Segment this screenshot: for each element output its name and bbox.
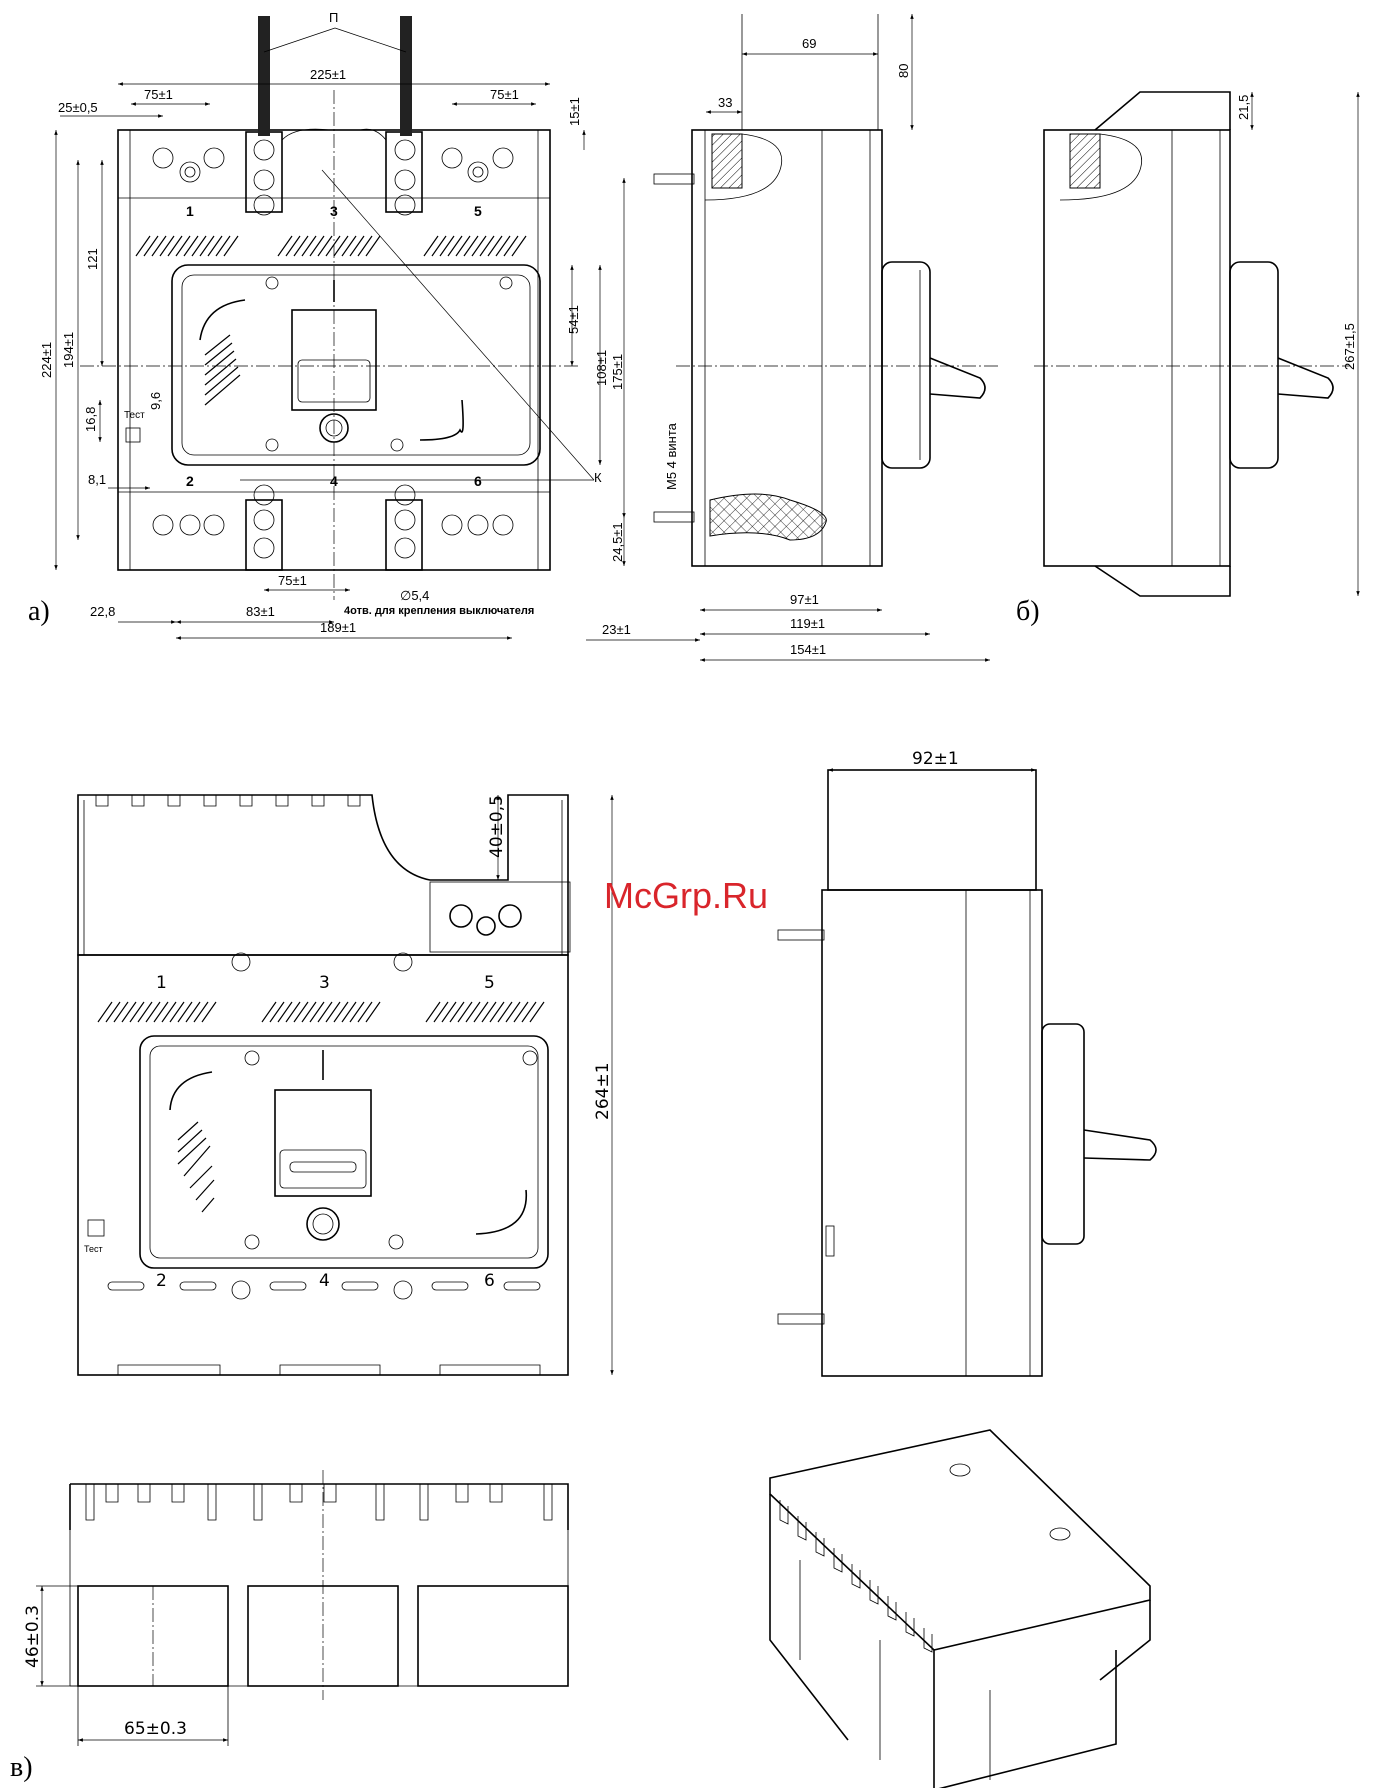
terminal-label-2: 2 [186,473,194,489]
v-terminal-2: 2 [156,1271,167,1291]
dim-92: 92±1 [912,749,959,769]
cover-isometric [770,1430,1150,1788]
terminal-label-3: 3 [330,203,338,219]
test-label-v: Тест [84,1244,103,1254]
dim-75-tr: 75±1 [490,87,519,102]
terminal-label-5: 5 [474,203,482,219]
hole-diameter: ∅5,4 [400,588,429,603]
side-view-v: 92±1 [778,749,1156,1376]
terminal-label-4: 4 [330,473,338,489]
breaker-front-v-body [78,955,568,1375]
dim-189: 189±1 [320,620,356,635]
dim-97: 97±1 [790,592,819,607]
dim-8-1: 8,1 [88,472,106,487]
dim-108: 108±1 [594,350,609,386]
breaker-side-v [822,890,1042,1376]
dim-154: 154±1 [790,642,826,657]
dim-119: 119±1 [790,616,825,631]
view-label-v: в) [10,1752,33,1783]
breaker-handle-v [275,1090,371,1196]
cover-detail: 46±0.3 65±0.3 в) [10,1470,568,1783]
side-view-b: 21,5 267±1,5 б) [1016,92,1358,627]
dim-121: 121 [85,248,100,270]
terminal-block-5-left [386,132,422,212]
dim-75-bottom: 75±1 [278,573,307,588]
cover-side [828,770,1036,890]
dim-69: 69 [802,36,816,51]
terminal-label-6: 6 [474,473,482,489]
test-label: Тест [124,410,145,421]
dim-75-tl: 75±1 [144,87,173,102]
dim-267: 267±1,5 [1342,323,1357,370]
label-k: К [594,470,602,485]
dim-224: 224±1 [39,342,54,378]
front-view-a: 1 3 5 2 4 6 Тест К П 225±1 75±1 75±1 25±… [28,10,609,638]
dim-65: 65±0.3 [124,1719,187,1739]
dim-24-5: 24,5±1 [610,522,625,562]
dim-46: 46±0.3 [23,1605,43,1668]
v-terminal-3: 3 [319,973,330,993]
dim-54: 54±1 [566,305,581,334]
v-terminal-1: 1 [156,973,167,993]
dim-80: 80 [896,64,911,78]
dim-22-8: 22,8 [90,604,115,619]
view-label-b: б) [1016,596,1040,627]
dim-83: 83±1 [246,604,275,619]
dim-40: 40±0,5 [487,795,507,858]
dim-33: 33 [718,95,732,110]
screws-label: М5 4 винта [664,422,679,490]
wire-left [258,16,270,136]
front-panel [172,265,540,465]
mount-holes-note: 4отв. для крепления выключателя [344,605,534,617]
side-view-a: 69 80 33 175±1 24,5±1 М5 4 винта 97±1 11… [586,14,1000,660]
v-terminal-4: 4 [319,1271,330,1291]
dim-25: 25±0,5 [58,100,98,115]
terminal-block-3-left [246,132,282,212]
v-terminal-6: 6 [484,1271,495,1291]
test-button [126,428,140,442]
v-terminal-5: 5 [484,973,495,993]
wire-right [400,16,412,136]
dim-16-8: 16,8 [83,407,98,432]
side-b-handle-housing [1230,262,1278,468]
dim-21-5: 21,5 [1236,95,1251,120]
test-button-v [88,1220,104,1236]
watermark: McGrp.Ru [604,875,768,916]
view-label-a: а) [28,596,50,627]
terminal-label-1: 1 [186,203,194,219]
dim-194: 194±1 [61,332,76,368]
front-view-v: 40±0,5 1 3 5 Тест 2 [78,795,768,1375]
side-b-body [1044,130,1230,566]
label-p: П [329,10,338,25]
dim-175: 175±1 [610,354,625,390]
dim-264: 264±1 [593,1062,613,1120]
dim-225: 225±1 [310,67,346,82]
side-handle-housing [882,262,930,468]
dim-23: 23±1 [602,622,631,637]
dim-15: 15±1 [567,97,582,126]
dim-9-6: 9,6 [148,392,163,410]
